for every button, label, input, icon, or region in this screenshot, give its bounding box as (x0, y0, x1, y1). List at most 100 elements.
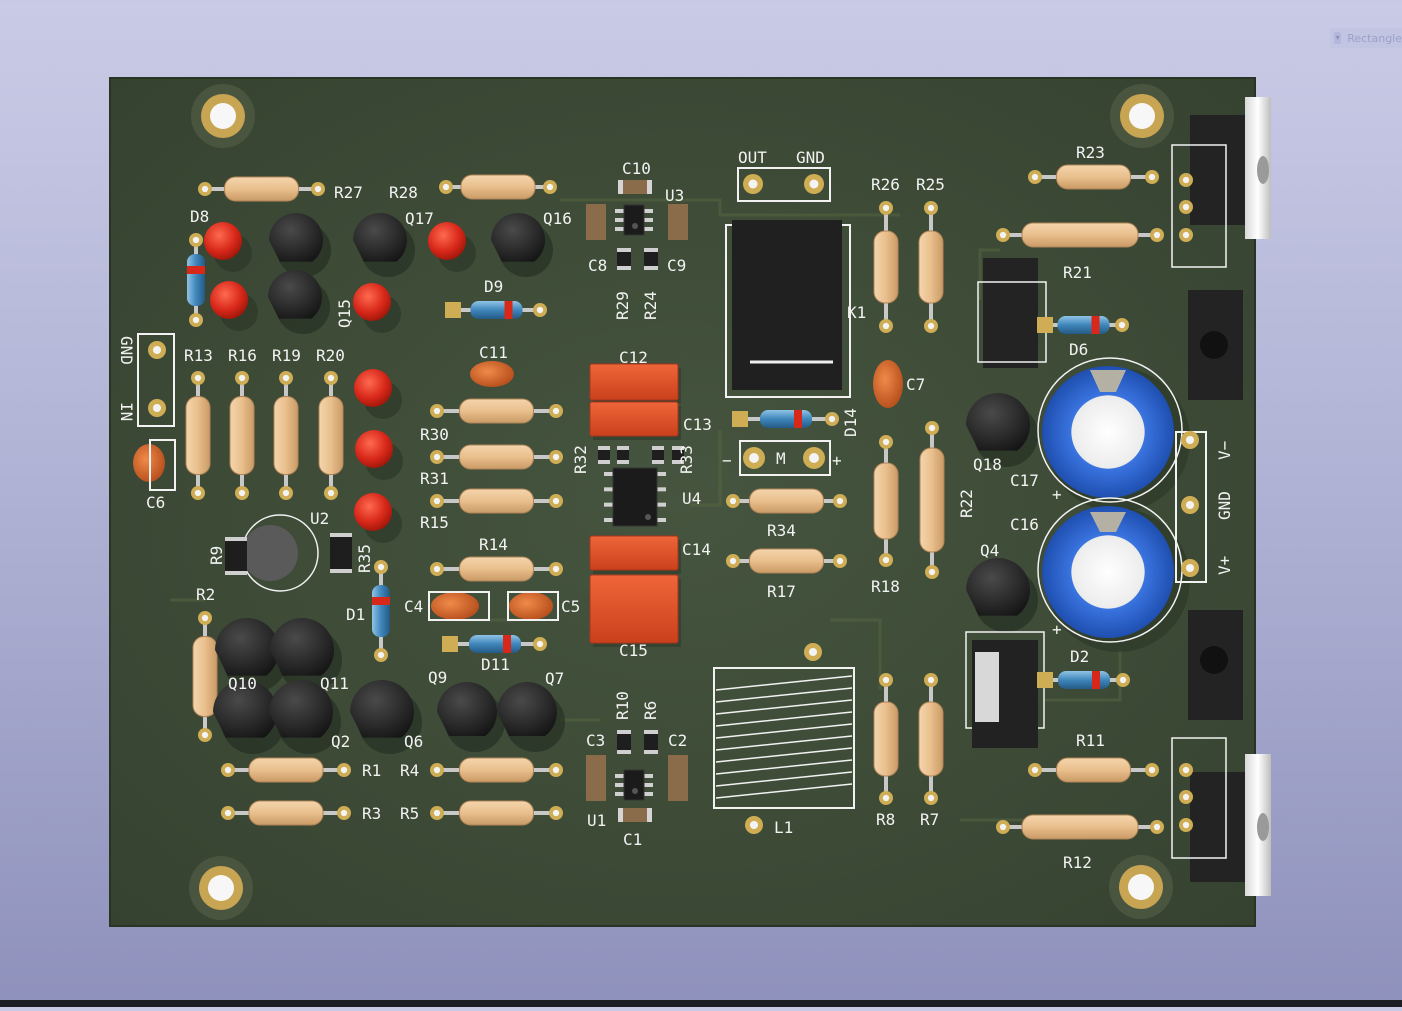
diode (1037, 671, 1130, 689)
smd-terminal (644, 266, 658, 270)
resistor (873, 201, 899, 333)
label-c12: C12 (619, 348, 648, 367)
diode-body (187, 254, 205, 306)
resistor (430, 556, 563, 582)
label-k1: K1 (847, 303, 866, 322)
out-gnd-connector (737, 167, 831, 202)
pad-hole (201, 731, 209, 739)
diode-band (372, 597, 390, 605)
inductor-winding (715, 747, 853, 763)
transistor-body (966, 557, 1030, 616)
label-c1: C1 (623, 830, 642, 849)
c17-electrolytic (1042, 366, 1174, 498)
label-r22: R22 (957, 489, 976, 518)
to220-body (983, 258, 1038, 368)
resistor-body (1056, 757, 1131, 783)
label-u1: U1 (587, 811, 606, 830)
label-r12: R12 (1063, 853, 1092, 872)
transistor-to92 (269, 680, 341, 754)
pad-hole (1185, 435, 1195, 445)
resistor-body (248, 757, 324, 783)
smd-part (617, 248, 631, 270)
label-r34: R34 (767, 521, 796, 540)
label-r33: R33 (677, 445, 696, 474)
ic-pin1-dot (645, 514, 651, 520)
label-c14: C14 (682, 540, 711, 559)
ceramic-capacitor (509, 592, 553, 620)
inductor-winding (715, 759, 853, 775)
pad-hole (1118, 321, 1126, 329)
ic-body (623, 204, 645, 236)
ic-pin (657, 518, 666, 522)
smd-terminal (617, 750, 631, 754)
resistor-body (192, 636, 218, 717)
ic-pin (657, 472, 666, 476)
resistor (726, 488, 847, 514)
pad-hole (433, 766, 441, 774)
square-pad (732, 411, 748, 427)
smd-terminal (617, 248, 631, 252)
label-q6: Q6 (404, 732, 423, 751)
ic-pin (604, 487, 613, 492)
label-c11: C11 (479, 343, 508, 362)
smd-terminal (618, 180, 623, 194)
checkbox-icon[interactable]: ▾ (1334, 32, 1342, 44)
smd-part (617, 446, 629, 464)
smd-body (672, 446, 684, 464)
resistor-body (459, 800, 534, 826)
label-c8: C8 (588, 256, 607, 275)
pad-hole (433, 453, 441, 461)
ic-package (615, 204, 653, 236)
resistor-body (248, 800, 324, 826)
pad-hole (809, 179, 819, 189)
smd-terminal (672, 460, 684, 464)
ic-pin (644, 209, 653, 213)
smd-terminal (644, 248, 658, 252)
to220-body (1190, 772, 1245, 882)
resistor (221, 757, 351, 783)
power-transistor-to220 (1190, 97, 1271, 239)
led (353, 283, 401, 333)
pad-hole (552, 809, 560, 817)
led-dome (355, 430, 393, 468)
label-u3: U3 (665, 186, 684, 205)
diode-band (187, 266, 205, 274)
resistor-body (873, 462, 899, 540)
diode-body (1057, 316, 1110, 334)
ic-pin1-dot (632, 223, 638, 229)
transistor-to92 (966, 393, 1038, 467)
smd-part (652, 446, 664, 464)
pad-hole (882, 438, 890, 446)
label-r31: R31 (420, 469, 449, 488)
label-r29: R29 (613, 291, 632, 320)
label-c3: C3 (586, 731, 605, 750)
transistor-to92 (437, 682, 505, 752)
smd-body (330, 533, 352, 573)
smd-body (617, 248, 631, 270)
resistor-body (1021, 814, 1139, 840)
transistor-to92 (491, 213, 553, 277)
diode (442, 635, 547, 653)
layer-visibility-tag[interactable]: ▾ Rectangle (1330, 28, 1402, 48)
pad-hole (1031, 173, 1039, 181)
pad-hole (552, 565, 560, 573)
label-r1: R1 (362, 761, 381, 780)
pad-hole (552, 453, 560, 461)
diode-body (470, 301, 523, 319)
pad-hole (224, 766, 232, 774)
pad-hole (836, 497, 844, 505)
transistor-body (497, 682, 558, 736)
label-d9: D9 (484, 277, 503, 296)
to220-hole (1200, 646, 1228, 674)
resistor-body (185, 396, 211, 475)
transistor-to92 (268, 270, 330, 334)
relay-body (732, 220, 842, 390)
label-r21: R21 (1063, 263, 1092, 282)
smd-part (617, 730, 631, 754)
c8-body (586, 204, 606, 240)
resistor-body (1021, 222, 1139, 248)
pad-hole (1182, 203, 1190, 211)
q-outline (1171, 737, 1227, 859)
